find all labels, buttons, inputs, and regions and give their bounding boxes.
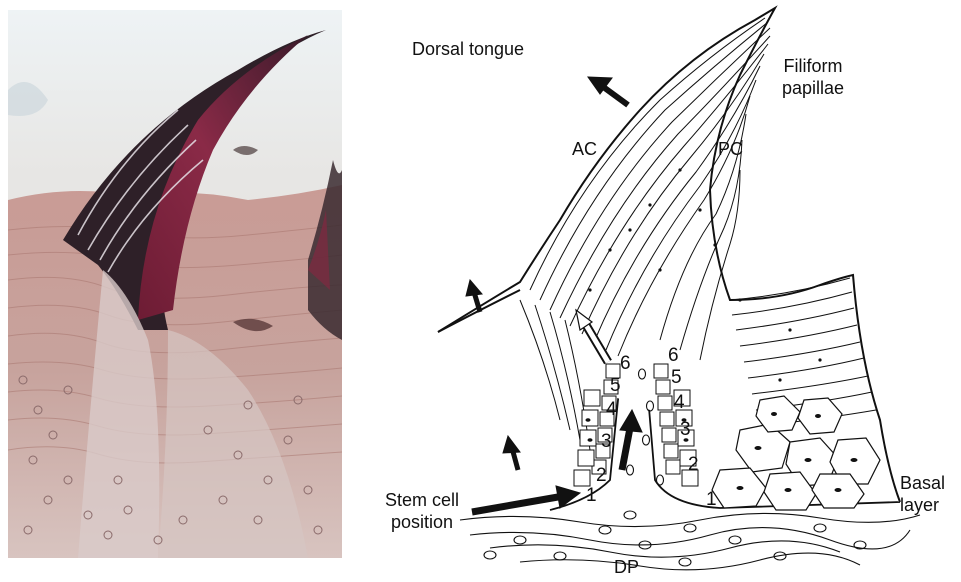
right-number: 5 — [671, 368, 682, 388]
migration-arrowhead-left — [466, 280, 482, 296]
left-number: 4 — [606, 400, 617, 420]
right-number: 3 — [680, 420, 691, 440]
dermal-cells — [484, 511, 866, 566]
right-number: 2 — [688, 455, 699, 475]
right-number: 4 — [674, 393, 685, 413]
stem-cell-pointer — [472, 497, 558, 512]
label-basal-layer: Basal layer — [900, 472, 945, 516]
differentiation-arrow — [622, 428, 630, 470]
label-filiform-line2: papillae — [773, 77, 853, 99]
label-filiform-papillae: Filiform papillae — [773, 55, 853, 99]
label-ac: AC — [572, 138, 597, 160]
differentiation-arrowhead — [620, 410, 642, 432]
label-stem-line1: Stem cell — [372, 489, 472, 511]
left-number: 3 — [601, 432, 612, 452]
migration-arrowhead-lower — [503, 436, 520, 453]
left-number: 5 — [610, 376, 621, 396]
histology-micrograph — [8, 10, 342, 558]
label-dorsal-tongue: Dorsal tongue — [412, 38, 524, 60]
label-stem-cell-position: Stem cell position — [372, 489, 472, 533]
left-number: 6 — [620, 354, 631, 374]
label-dp: DP — [614, 556, 639, 578]
left-number: 1 — [586, 486, 597, 506]
right-number: 6 — [668, 346, 679, 366]
label-stem-line2: position — [372, 511, 472, 533]
right-number: 1 — [706, 490, 717, 510]
label-basal-line2: layer — [900, 494, 945, 516]
label-filiform-line1: Filiform — [773, 55, 853, 77]
migration-arrow-top — [602, 86, 628, 105]
left-number: 2 — [596, 466, 607, 486]
label-pc: PC — [718, 138, 743, 160]
label-basal-line1: Basal — [900, 472, 945, 494]
dermal-fibers — [460, 513, 920, 569]
